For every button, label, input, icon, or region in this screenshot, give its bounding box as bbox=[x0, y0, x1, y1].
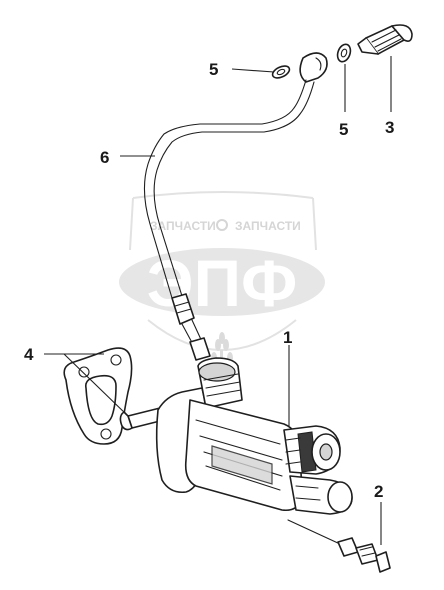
callout-5-right: 5 bbox=[339, 120, 348, 139]
leader-5a bbox=[231, 68, 275, 73]
part-6-pipe bbox=[143, 52, 328, 361]
callout-4: 4 bbox=[24, 345, 34, 364]
part-5-washer-left bbox=[271, 65, 291, 79]
watermark-label-right: ЗАПЧАСТИ bbox=[235, 219, 301, 233]
watermark-label-left: ЗАПЧАСТИ bbox=[150, 219, 216, 233]
watermark: ЗАПЧАСТИ ЗАПЧАСТИ ЭПФ bbox=[119, 191, 325, 380]
callout-6: 6 bbox=[100, 148, 109, 167]
leader-lines bbox=[44, 56, 392, 545]
part-2-fitting bbox=[287, 519, 391, 573]
leader-4 bbox=[44, 353, 129, 417]
callout-3: 3 bbox=[385, 118, 394, 137]
part-4-gasket bbox=[63, 347, 133, 445]
callout-1: 1 bbox=[283, 328, 292, 347]
watermark-logo-text: ЭПФ bbox=[147, 246, 298, 320]
watermark-logo-oval bbox=[119, 248, 325, 316]
part-3-banjo-bolt bbox=[357, 24, 413, 55]
part-1-master-cylinder bbox=[119, 357, 353, 515]
callout-2: 2 bbox=[374, 482, 383, 501]
callouts: 5 5 3 6 1 4 2 bbox=[24, 60, 394, 501]
callout-5-left: 5 bbox=[209, 60, 218, 79]
watermark-gear-icon bbox=[216, 219, 228, 231]
part-5-washer-right bbox=[336, 43, 352, 63]
